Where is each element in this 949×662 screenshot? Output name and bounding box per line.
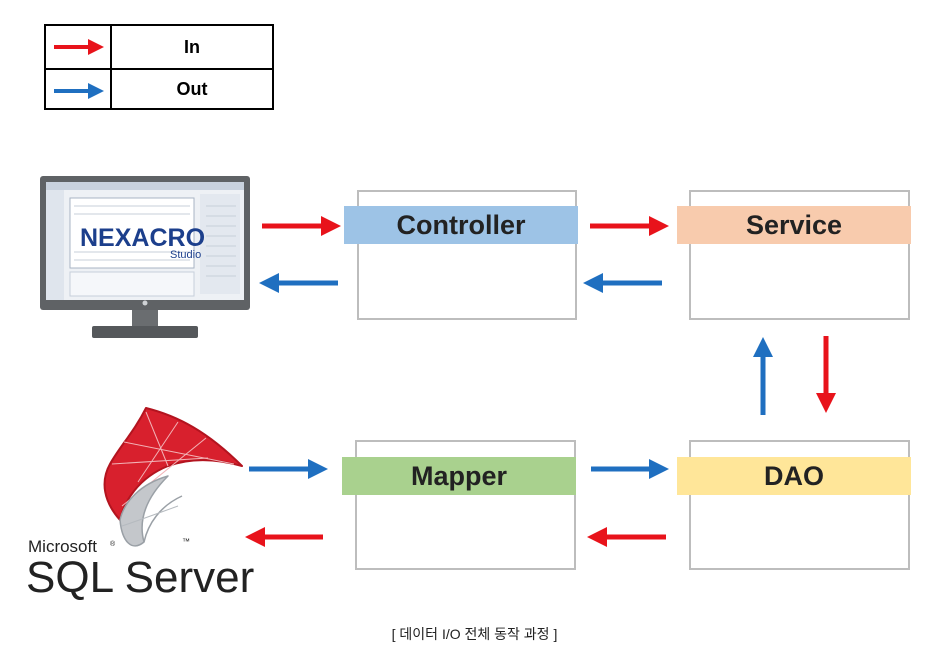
legend-row-in: In [46,26,272,70]
in-arrow-icon [54,39,104,55]
sql-server-brand-top: Microsoft [28,537,97,556]
legend-row-out: Out [46,68,272,110]
nexacro-logo-text: NEXACRO [80,224,205,252]
tm-mark: ™ [182,537,190,546]
sql-server-brand-main: SQL Server [28,553,254,602]
legend-in-label: In [184,36,200,57]
nexacro-logo-sub: Studio [170,249,201,261]
service-label: Service [677,206,911,244]
dao-label: DAO [677,457,911,495]
legend-out-label: Out [176,78,208,99]
sql-server-logo-icon: Microsoft ® ™ SQL Server [28,407,254,602]
nexacro-monitor-icon: NEXACRO Studio [40,176,250,338]
out-arrow-icon [54,83,104,99]
controller-label: Controller [344,206,578,244]
diagram-caption: [ 데이터 I/O 전체 동작 과정 ] [391,626,558,642]
reg-mark: ® [110,540,116,548]
mapper-label: Mapper [342,457,576,495]
legend: In Out [44,24,274,110]
